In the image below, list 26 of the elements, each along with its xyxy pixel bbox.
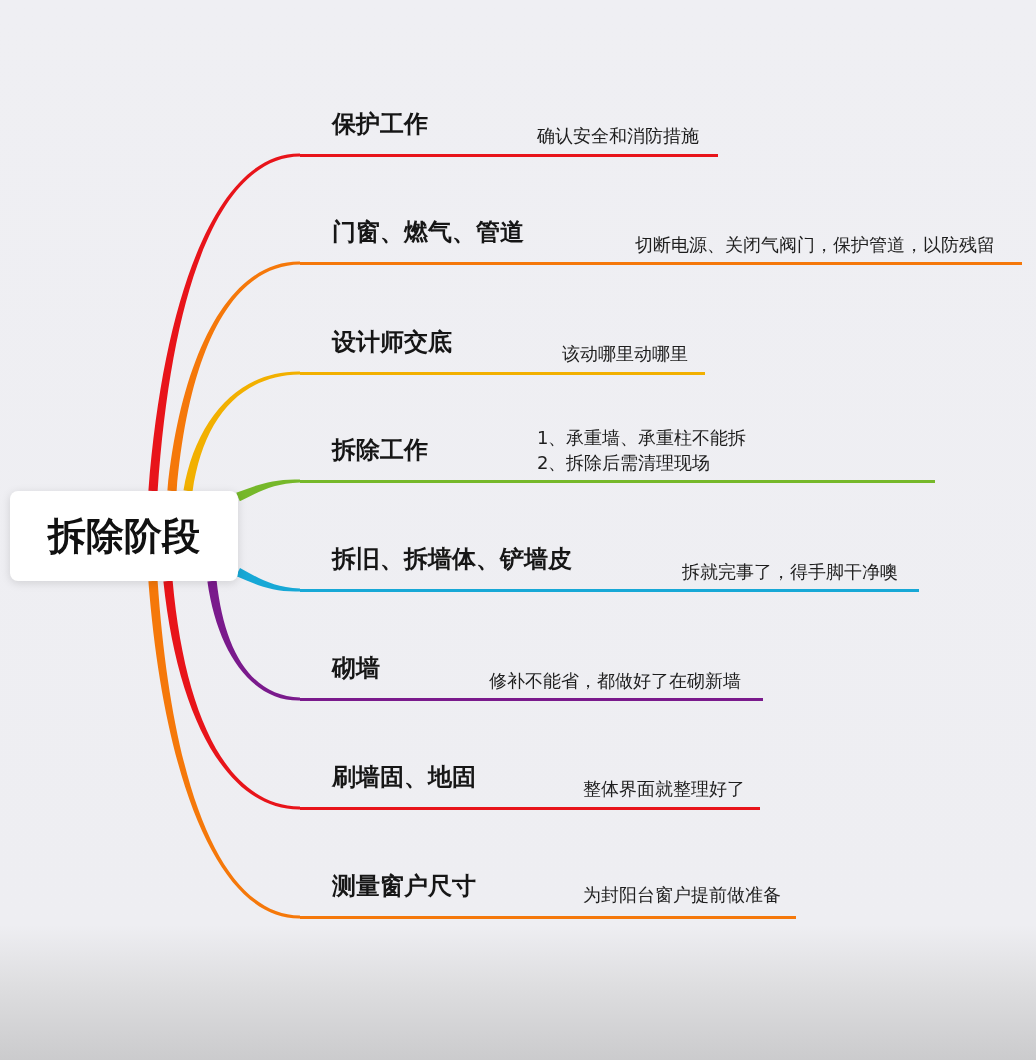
note-text: 为封阳台窗户提前做准备 — [583, 883, 781, 907]
topic-label: 砌墙 — [332, 653, 380, 683]
note-text: 2、拆除后需清理现场 — [537, 451, 711, 475]
branch-curve — [236, 567, 300, 592]
topic-label: 设计师交底 — [332, 327, 452, 357]
note-text: 切断电源、关闭气阀门，保护管道，以防残留 — [635, 233, 995, 257]
note-text: 拆就完事了，得手脚干净噢 — [682, 560, 898, 584]
branch-curve — [148, 580, 300, 919]
branch-curve — [236, 479, 300, 502]
note-text: 修补不能省，都做好了在砌新墙 — [489, 669, 741, 693]
branch-curve — [167, 261, 300, 492]
topic-label: 拆除工作 — [332, 435, 428, 465]
topic-label: 刷墙固、地固 — [332, 762, 476, 792]
note-text: 确认安全和消防措施 — [537, 124, 699, 148]
note-text: 该动哪里动哪里 — [562, 342, 688, 366]
branch-curve — [183, 371, 300, 492]
topic-label: 测量窗户尺寸 — [332, 871, 476, 901]
branch-curve — [163, 580, 300, 810]
branch-curve — [207, 580, 300, 701]
note-text: 整体界面就整理好了 — [583, 777, 745, 801]
topic-label: 门窗、燃气、管道 — [332, 217, 524, 247]
branch-curve — [148, 153, 300, 492]
note-text: 1、承重墙、承重柱不能拆 — [537, 426, 747, 450]
topic-label: 拆旧、拆墙体、铲墙皮 — [332, 544, 572, 574]
topic-label: 保护工作 — [332, 109, 428, 139]
central-topic-box: 拆除阶段 — [10, 491, 238, 581]
